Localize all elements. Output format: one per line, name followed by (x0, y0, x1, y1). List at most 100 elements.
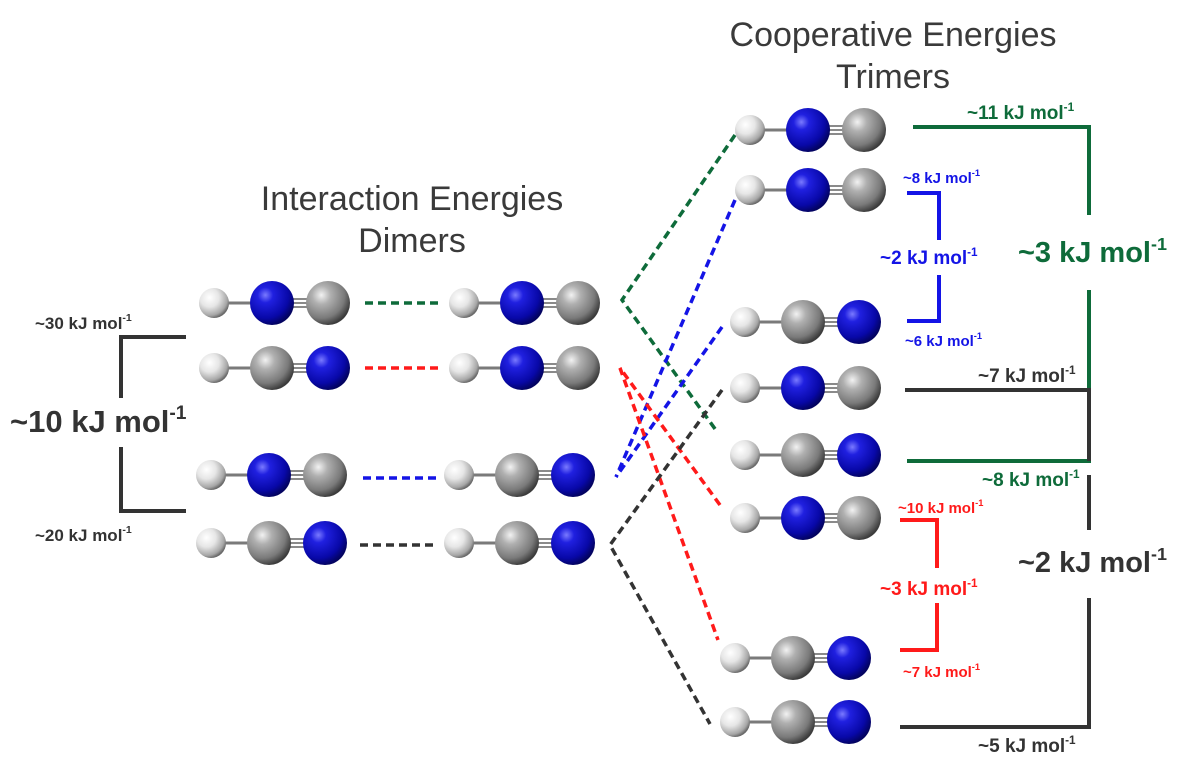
hydrogen-atom (444, 528, 474, 558)
green-top-energy-label: ~11 kJ mol-1 (967, 101, 1075, 124)
nitrogen-atom (837, 300, 881, 344)
nitrogen-atom (781, 366, 825, 410)
dark-difference-label: ~2 kJ mol-1 (1018, 544, 1167, 579)
dimer-3-left-molecule (196, 453, 347, 497)
red-bottom-energy-label: ~7 kJ mol-1 (903, 662, 980, 681)
trimer-8-molecule (720, 700, 871, 744)
blue-bracket-top (907, 191, 941, 240)
dimer-difference-label: ~10 kJ mol-1 (10, 403, 187, 439)
dark-bracket-bottom (900, 598, 1091, 729)
molecules (196, 108, 886, 744)
dark-top-energy-label: ~7 kJ mol-1 (978, 364, 1076, 387)
energy-brackets (119, 125, 1091, 729)
dimer-3-right-molecule (444, 453, 595, 497)
nitrogen-atom (250, 281, 294, 325)
hydrogen-atom (730, 373, 760, 403)
blue-bracket-bottom (907, 275, 941, 323)
dimer-2-right-molecule (449, 346, 600, 390)
energy-labels: ~30 kJ mol-1 ~20 kJ mol-1 ~10 kJ mol-1 ~… (10, 101, 1167, 757)
blue-bottom-energy-label: ~6 kJ mol-1 (905, 331, 982, 350)
carbon-atom (556, 281, 600, 325)
red-correlation-dash (618, 366, 722, 641)
green-bottom-energy-label: ~8 kJ mol-1 (982, 468, 1080, 491)
dimer-top-energy-label: ~30 kJ mol-1 (35, 312, 132, 333)
red-top-energy-label: ~10 kJ mol-1 (898, 498, 983, 517)
carbon-atom (495, 521, 539, 565)
dimer-4-left-molecule (196, 521, 347, 565)
carbon-atom (842, 168, 886, 212)
carbon-atom (837, 496, 881, 540)
blue-difference-label: ~2 kJ mol-1 (880, 246, 978, 269)
carbon-atom (556, 346, 600, 390)
carbon-atom (781, 433, 825, 477)
hydrogen-atom (720, 643, 750, 673)
nitrogen-atom (303, 521, 347, 565)
dimer-4-right-molecule (444, 521, 595, 565)
red-difference-label: ~3 kJ mol-1 (880, 577, 978, 600)
carbon-atom (771, 636, 815, 680)
blue-correlation-dash-top (614, 199, 737, 478)
hydrogen-atom (730, 307, 760, 337)
hydrogen-atom (196, 460, 226, 490)
dark-bracket-top (905, 388, 1091, 461)
carbon-atom (771, 700, 815, 744)
dimers-heading-line-1: Interaction Energies (261, 180, 563, 218)
nitrogen-atom (827, 700, 871, 744)
dimer-2-left-molecule (199, 346, 350, 390)
dimer-1-right-molecule (449, 281, 600, 325)
nitrogen-atom (551, 453, 595, 497)
blue-correlation-dash-bottom (614, 325, 724, 479)
hydrogen-atom (449, 288, 479, 318)
red-bracket-top (900, 518, 939, 568)
dimer-bracket-top (119, 335, 186, 398)
nitrogen-atom (781, 496, 825, 540)
carbon-atom (303, 453, 347, 497)
carbon-atom (495, 453, 539, 497)
hydrogen-atom (720, 707, 750, 737)
trimer-7-molecule (720, 636, 871, 680)
carbon-atom (306, 281, 350, 325)
green-correlation-dash (619, 134, 737, 435)
hydrogen-atom (444, 460, 474, 490)
dark-bottom-energy-label: ~5 kJ mol-1 (978, 734, 1076, 757)
red-bracket-bottom (900, 603, 939, 652)
carbon-atom (842, 108, 886, 152)
carbon-atom (837, 366, 881, 410)
hydrogen-atom (730, 440, 760, 470)
trimer-5-molecule (730, 433, 881, 477)
hydrogen-atom (730, 503, 760, 533)
nitrogen-atom (247, 453, 291, 497)
dimer-bottom-energy-label: ~20 kJ mol-1 (35, 524, 132, 545)
dimer-bracket-bottom (119, 447, 186, 513)
nitrogen-atom (786, 108, 830, 152)
trimers-heading-line-1: Cooperative Energies (730, 16, 1057, 54)
nitrogen-atom (837, 433, 881, 477)
hydrogen-atom (199, 288, 229, 318)
hydrogen-atom (449, 353, 479, 383)
blue-top-energy-label: ~8 kJ mol-1 (903, 168, 980, 187)
dimers-heading-line-2: Dimers (358, 222, 466, 260)
trimer-4-molecule (730, 366, 881, 410)
nitrogen-atom (827, 636, 871, 680)
carbon-atom (250, 346, 294, 390)
trimer-3-molecule (730, 300, 881, 344)
nitrogen-atom (500, 346, 544, 390)
trimer-6-molecule (730, 496, 881, 540)
trimer-1-molecule (735, 108, 886, 152)
trimers-heading-line-2: Trimers (836, 58, 950, 96)
green-difference-label: ~3 kJ mol-1 (1018, 234, 1167, 269)
nitrogen-atom (500, 281, 544, 325)
hydrogen-atom (735, 115, 765, 145)
carbon-atom (247, 521, 291, 565)
nitrogen-atom (786, 168, 830, 212)
nitrogen-atom (306, 346, 350, 390)
dashed-connectors (360, 134, 737, 725)
carbon-atom (781, 300, 825, 344)
nitrogen-atom (551, 521, 595, 565)
hydrogen-atom (199, 353, 229, 383)
dark-correlation-dash (607, 388, 724, 725)
dimer-1-left-molecule (199, 281, 350, 325)
hydrogen-atom (735, 175, 765, 205)
